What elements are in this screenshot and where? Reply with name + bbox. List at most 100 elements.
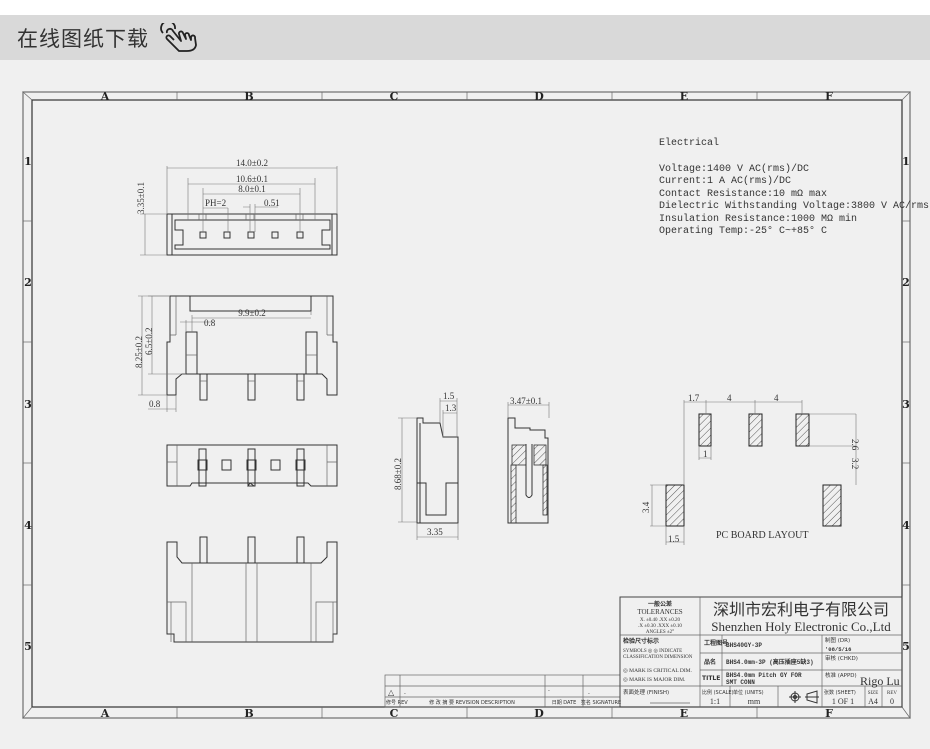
rev-column-header: 修号 REV [386,699,408,706]
spec-line: Operating Temp:-25° C~+85° C [659,225,827,237]
signature-column-header: 签名 SIGNATURE [581,699,621,706]
scale-value: 1:1 [710,697,720,706]
dimension-label: 14.0±0.2 [236,158,268,168]
column-label: C [390,707,399,720]
size-label: SIZE [868,691,879,696]
tolerance-line: .X ±0.30 .XXX ±0.10 [638,624,682,629]
row-label: 5 [24,640,32,653]
tolerance-angles: ANGLES ±2° [646,630,674,635]
dimension-label: 8.68±0.2 [393,458,403,490]
major-dim-note: ◎ MARK IS MAJOR DIM. [623,677,686,683]
scale-label: 比例 (SCALE) [702,689,734,696]
dimension-label: 0.8 [149,399,161,409]
tolerances-heading: TOLERANCES [637,608,682,616]
column-label: B [244,90,253,103]
dimension-label: 0.51 [264,198,280,208]
column-label: D [534,707,544,720]
company-name-cn: 深圳市宏利电子有限公司 [713,600,889,619]
pcb-layout: 1.7 4 4 2.6 3.2 1 3.4 1.5 PC BOARD LAYOU… [641,393,860,545]
dimension-label: 8.25±0.2 [134,336,144,368]
inspection-text: CLASSIFICATION DIMENSION [623,655,693,660]
sheet-label: 张数 (SHEET) [824,689,856,696]
bottom-view [166,444,338,487]
approved-label: 核准 (APPD) [825,671,857,679]
dimension-label: 1.5 [668,534,680,544]
column-label: A [100,90,110,103]
column-label: F [825,707,833,720]
side-view: 1.5 1.3 8.68±0.2 3.35 [393,391,459,540]
date-column-header: 日期 DATE [552,700,577,706]
row-label: 3 [24,398,32,411]
rev-label: REV [887,691,897,696]
spec-line: Insulation Resistance:1000 MΩ min [659,213,857,225]
dimension-label: 10.6±0.1 [236,174,268,184]
dimension-label: 1.7 [688,393,700,403]
dimension-label: 3.47±0.1 [510,396,542,406]
tolerances-cn: 一般公差 [648,600,672,608]
row-label: 4 [902,519,910,532]
dimension-label: 6.5±0.2 [144,328,154,355]
dimension-label: 3.2 [850,458,860,469]
dimension-label: 8.0±0.1 [238,184,265,194]
column-label: E [680,707,688,720]
column-label: D [534,90,544,103]
row-label: 1 [24,155,32,168]
drawn-label: 制图 (DR) [825,636,850,644]
dimension-label: 3.4 [641,501,651,513]
front-view: 8.25±0.2 6.5±0.2 9.9±0.2 0.8 0.8 [134,295,338,412]
row-label: 1 [902,155,910,168]
dimension-label: 9.9±0.2 [238,308,265,318]
title-label: TITLE [702,675,720,682]
dimension-label: 2.6 [850,439,860,451]
dimension-label: 1.3 [445,403,457,413]
pointing-hand-icon[interactable] [159,22,201,53]
size-value: A4 [868,697,878,706]
spec-line: Contact Resistance:10 mΩ max [659,188,827,200]
revision-mark: △ [388,688,395,697]
title-line: SMT CONN [726,679,755,686]
dimension-label: 3.35 [427,527,443,537]
row-label: 3 [902,398,910,411]
dimension-label: 0.8 [204,318,216,328]
revision-signature: - [588,691,590,697]
row-label: 4 [24,519,32,532]
units-label: 单位 (UNITS) [733,689,764,696]
page-title: 在线图纸下载 [17,26,149,51]
spec-line: Voltage:1400 V AC(rms)/DC [659,163,809,175]
approved-by: Rigo Lu [860,674,900,688]
revision-date: - [548,688,550,694]
column-label: E [680,90,688,103]
column-label: F [825,90,833,103]
dimension-label: 1 [703,449,708,459]
title-block: 一般公差 TOLERANCES X. ±0.40 .XX ±0.20 .X ±0… [619,596,903,708]
page-header: 在线图纸下载 [0,15,930,60]
units-value: mm [748,697,761,706]
critical-dim-note: ◎ MARK IS CRITICAL DIM. [623,668,693,674]
drawn-date: '08/5/16 [825,646,851,653]
pcb-layout-label: PC BOARD LAYOUT [716,530,808,541]
row-label: 2 [24,276,32,289]
column-label: C [390,90,399,103]
title-line: BHS4.0mm Pitch GY FOR [726,672,802,679]
row-label: 5 [902,640,910,653]
rev-value: 0 [890,697,894,706]
drawing-number-label: 工程图号 [704,639,728,647]
top-view: 14.0±0.2 10.6±0.1 8.0±0.1 PH=2 0.51 3.35… [136,158,338,256]
description-column-header: 修 改 摘 要 REVISION DESCRIPTION [429,699,515,706]
section-view: 3.47±0.1 [507,396,550,524]
projection-symbol-icon [789,690,819,704]
tolerance-line: X. ±0.40 .XX ±0.20 [640,618,681,623]
inspection-text: SYMBOLS ◎ ◎ INDICATE [623,648,682,654]
spec-line: Current:1 A AC(rms)/DC [659,175,791,187]
top-strip [0,0,930,15]
drawing-number: BHS40GY-3P [726,642,762,649]
revision-value: - [404,691,406,697]
dimension-label: 3.35±0.1 [136,182,146,214]
company-name-en: Shenzhen Holy Electronic Co.,Ltd [711,619,891,634]
electrical-spec: Electrical Voltage:1400 V AC(rms)/DC Cur… [659,137,929,237]
part-name: BHS4.0mm-3P (高压插座5缺3) [726,658,814,666]
revision-block: △ - - - 修号 REV 修 改 摘 要 REVISION DESCRIPT… [384,674,621,708]
dimension-label: 1.5 [443,391,455,401]
inspection-heading: 检验尺寸标示 [623,637,659,645]
